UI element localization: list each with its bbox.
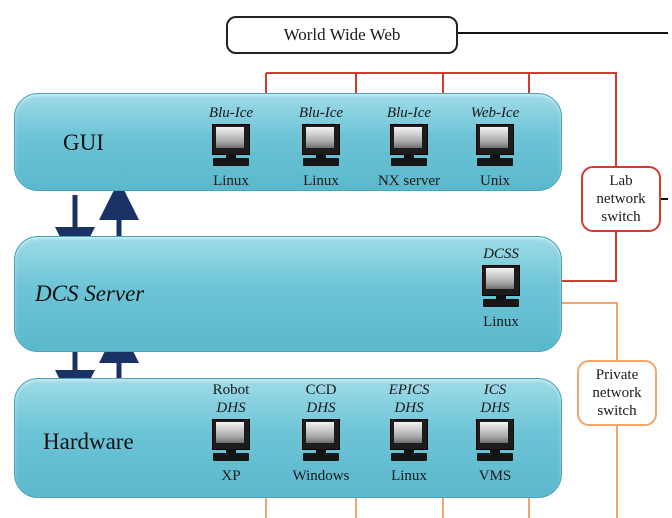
gui-layer: GUI Blu-Ice Linux Blu-Ice Linux Blu-Ice … <box>14 93 562 191</box>
computer-icon <box>481 265 521 309</box>
dcs-server-layer: DCS Server DCSS Linux <box>14 236 562 352</box>
hardware-node-4-os: VMS <box>478 468 512 484</box>
gui-layer-title: GUI <box>63 130 104 155</box>
hardware-node-4-dhs: DHS <box>480 400 510 416</box>
computer-icon <box>211 419 251 463</box>
gui-node-1-software: Blu-Ice <box>208 105 254 121</box>
world-wide-web-label: World Wide Web <box>283 25 401 44</box>
private-switch-line-2: network <box>592 385 642 401</box>
hardware-node-2: CCD DHS Windows <box>281 381 361 485</box>
computer-icon <box>301 419 341 463</box>
gui-node-2-os: Linux <box>303 173 339 189</box>
dcs-server-layer-title: DCS Server <box>35 281 145 306</box>
computer-icon <box>389 124 429 168</box>
computer-icon <box>301 124 341 168</box>
private-network-switch: Private network switch <box>577 360 657 426</box>
dcss-node: DCSS Linux <box>461 245 541 331</box>
gui-node-1: Blu-Ice Linux <box>191 104 271 190</box>
gui-node-4: Web-Ice Unix <box>455 104 535 190</box>
dcss-node-software: DCSS <box>483 246 519 262</box>
hardware-node-1-device: Robot <box>212 382 250 398</box>
hardware-node-3-device: EPICS <box>388 382 430 398</box>
private-switch-line-3: switch <box>597 403 637 419</box>
gui-node-2: Blu-Ice Linux <box>281 104 361 190</box>
lab-switch-line-3: switch <box>601 209 641 225</box>
computer-icon <box>475 124 515 168</box>
world-wide-web-box: World Wide Web <box>226 16 458 54</box>
lab-switch-line-2: network <box>596 191 646 207</box>
hardware-node-2-os: Windows <box>292 468 350 484</box>
hardware-node-2-device: CCD <box>305 382 337 398</box>
computer-icon <box>475 419 515 463</box>
gui-node-3-software: Blu-Ice <box>386 105 432 121</box>
gui-node-2-software: Blu-Ice <box>298 105 344 121</box>
computer-icon <box>211 124 251 168</box>
gui-node-3: Blu-Ice NX server <box>369 104 449 190</box>
hardware-node-2-dhs: DHS <box>306 400 336 416</box>
lab-network-bus <box>266 72 617 166</box>
lab-switch-line-1: Lab <box>609 173 633 189</box>
gui-node-3-os: NX server <box>377 173 441 189</box>
hardware-node-3-os: Linux <box>391 468 427 484</box>
gui-node-1-os: Linux <box>213 173 249 189</box>
hardware-node-1-dhs: DHS <box>216 400 246 416</box>
dcss-node-os: Linux <box>483 314 519 330</box>
hardware-node-1-os: XP <box>221 468 241 484</box>
hardware-node-3-dhs: DHS <box>394 400 424 416</box>
private-switch-line-1: Private <box>595 367 639 383</box>
hardware-node-4-device: ICS <box>483 382 507 398</box>
hardware-layer-title: Hardware <box>43 429 134 454</box>
hardware-layer: Hardware Robot DHS XP CCD DHS Windows EP… <box>14 378 562 498</box>
lab-network-switch: Lab network switch <box>581 166 661 232</box>
hardware-node-3: EPICS DHS Linux <box>369 381 449 485</box>
gui-node-4-os: Unix <box>480 173 510 189</box>
hardware-node-4: ICS DHS VMS <box>455 381 535 485</box>
computer-icon <box>389 419 429 463</box>
hardware-node-1: Robot DHS XP <box>191 381 271 485</box>
gui-node-4-software: Web-Ice <box>470 105 520 121</box>
